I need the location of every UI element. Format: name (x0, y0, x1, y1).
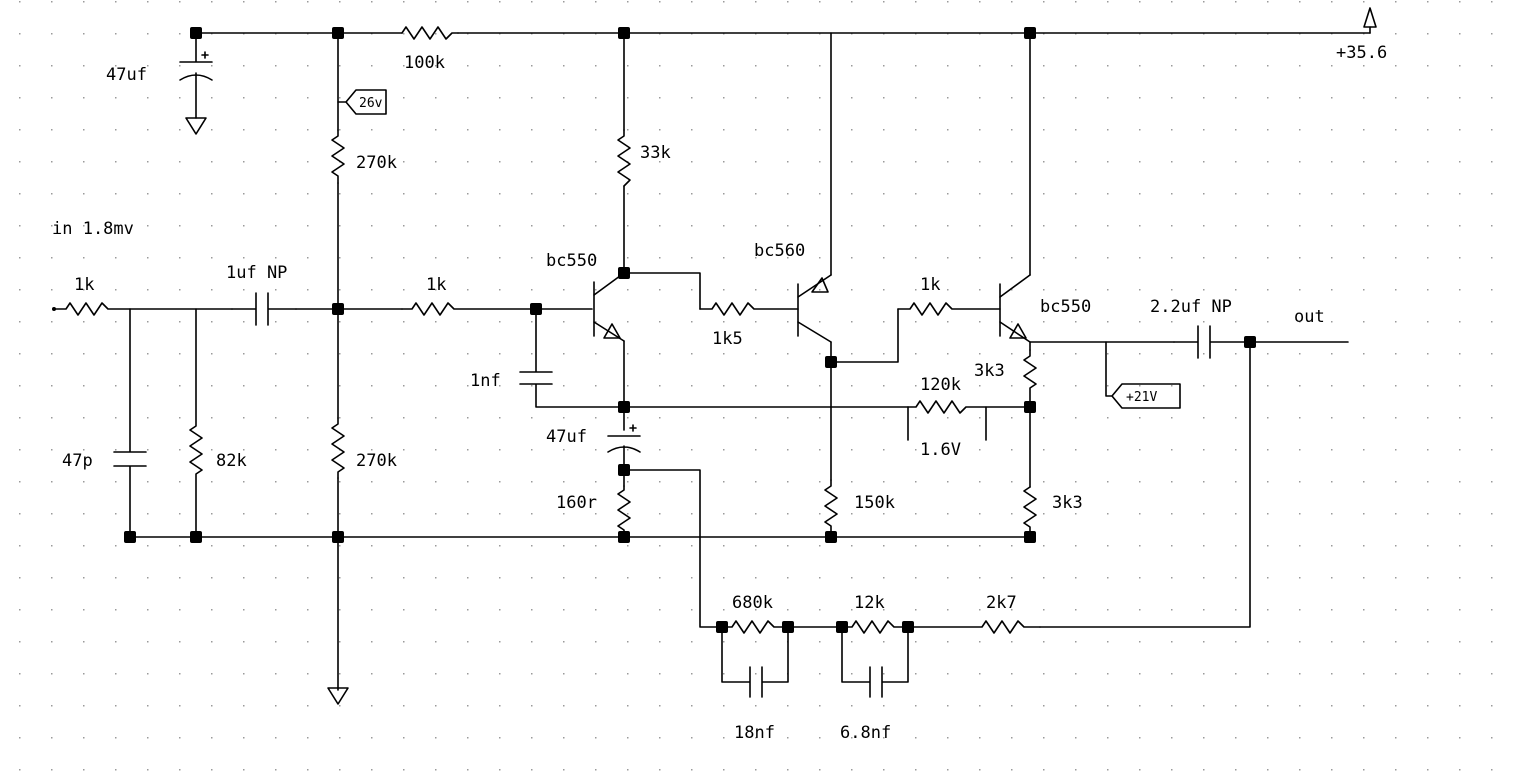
label-6-8nf: 6.8nf (840, 723, 891, 743)
ground-symbol-left (185, 117, 207, 135)
transistor-bc560-q2 (797, 274, 832, 343)
supply-rail (195, 7, 1377, 34)
label-plus-21v: +21V (1126, 390, 1157, 405)
resistor-120k-feedback (907, 400, 1031, 441)
ground-symbol-bottom (327, 687, 349, 705)
resistor-680k (721, 620, 789, 634)
capacitor-1uf-np (231, 292, 297, 326)
resistor-33k (617, 129, 631, 187)
label-270k-bottom: 270k (356, 451, 397, 471)
input-resistor-1k (52, 302, 131, 316)
label-82k: 82k (216, 451, 247, 471)
voltage-tag-21v (1105, 341, 1181, 409)
resistor-100k (401, 26, 459, 40)
label-3k3-upper: 3k3 (974, 361, 1005, 381)
resistor-3k3-lower (1023, 486, 1037, 538)
label-12k: 12k (854, 593, 885, 613)
label-1-6v: 1.6V (920, 440, 961, 460)
label-input-note: in 1.8mv (52, 219, 134, 239)
resistor-1k-stage3 (897, 302, 1001, 316)
label-1k-stage1: 1k (426, 275, 446, 295)
capacitor-47uf-supply (179, 32, 213, 119)
capacitor-1nf (519, 308, 909, 408)
junction-dots (124, 27, 1256, 633)
transistor-bc550-q3 (999, 274, 1031, 343)
resistor-12k (841, 620, 909, 634)
label-2k7: 2k7 (986, 593, 1017, 613)
resistor-270k-top (331, 129, 345, 184)
resistor-270k-bottom (331, 417, 345, 479)
label-680k: 680k (732, 593, 773, 613)
label-47uf-emitter: 47uf (546, 427, 587, 447)
label-120k: 120k (920, 375, 961, 395)
capacitor-18nf (721, 626, 789, 698)
label-1nf: 1nf (470, 371, 501, 391)
voltage-tag-26v (337, 89, 387, 115)
label-3k3-lower: 3k3 (1052, 493, 1083, 513)
resistor-3k3-upper (1023, 349, 1037, 488)
resistor-2k7 (907, 620, 1041, 634)
label-150k: 150k (854, 493, 895, 513)
label-1uf-np: 1uf NP (226, 263, 287, 283)
label-160r: 160r (556, 493, 597, 513)
capacitor-47p (113, 308, 147, 538)
label-26v: 26v (359, 96, 383, 111)
label-bc550-q3: bc550 (1040, 297, 1091, 317)
label-1k5: 1k5 (712, 329, 743, 349)
capacitor-6-8nf (841, 626, 909, 698)
label-supply-voltage: +35.6 (1336, 43, 1387, 63)
q3-emitter-wire (1029, 341, 1175, 351)
label-100k: 100k (404, 53, 445, 73)
resistor-82k (189, 308, 203, 538)
label-33k: 33k (640, 143, 671, 163)
resistor-150k (824, 479, 838, 538)
label-bc550-q1: bc550 (546, 251, 597, 271)
label-bc560: bc560 (754, 241, 805, 261)
resistor-160r (617, 485, 631, 538)
label-270k-top: 270k (356, 153, 397, 173)
label-2-2uf-np: 2.2uf NP (1150, 297, 1232, 317)
resistor-1k-stage1 (401, 302, 537, 316)
feedback-tap-wire (623, 469, 723, 628)
label-1k-input: 1k (74, 275, 94, 295)
output-return-wire (1039, 341, 1251, 628)
label-out: out (1294, 307, 1325, 327)
label-47uf-supply: 47uf (106, 65, 147, 85)
resistor-1k5 (699, 302, 799, 316)
capacitor-2-2uf-np (1173, 325, 1349, 359)
label-47p: 47p (62, 451, 93, 471)
label-1k-stage3: 1k (920, 275, 940, 295)
q1-collector-wire (623, 32, 701, 310)
label-18nf: 18nf (734, 723, 775, 743)
